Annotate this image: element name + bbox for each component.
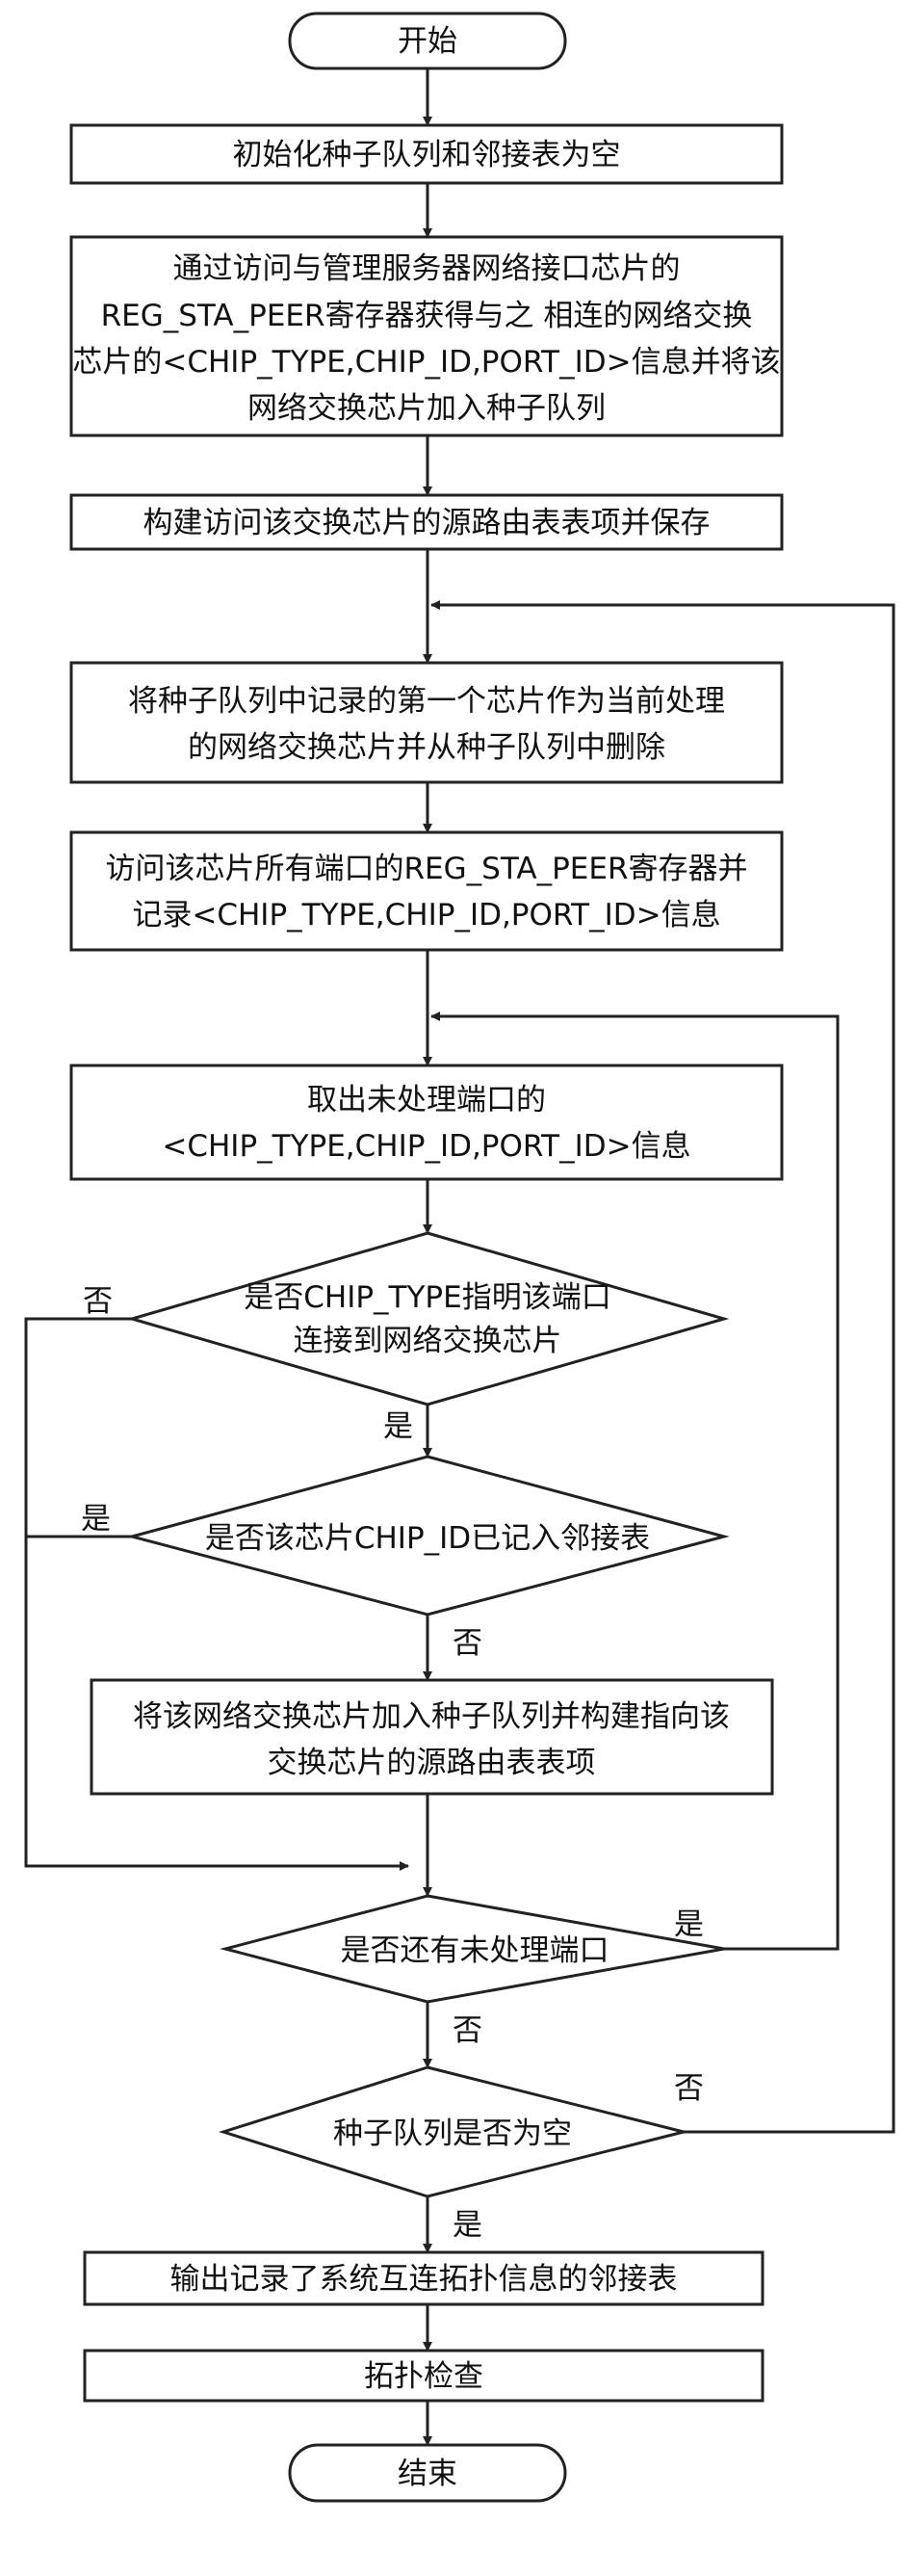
arrow-d4-no-loop (430, 600, 895, 2134)
decision-is-switch-line-1: 是否CHIP_TYPE指明该端口 (244, 1280, 610, 1315)
step-take-port-line-2: <CHIP_TYPE,CHIP_ID,PORT_ID>信息 (162, 1129, 690, 1164)
step-take-port: 取出未处理端口的 <CHIP_TYPE,CHIP_ID,PORT_ID>信息 (69, 1064, 784, 1181)
arrow-d1-no-bypass (24, 1317, 409, 1871)
label-d4-no: 否 (674, 2071, 704, 2106)
step-build-route: 构建访问该交换芯片的源路由表表项并保存 (69, 493, 784, 551)
decision-seed-empty-label: 种子队列是否为空 (333, 2116, 572, 2151)
label-d1-no: 否 (83, 1284, 113, 1319)
label-d3-no: 否 (453, 2013, 482, 2048)
step-check: 拓扑检查 (83, 2349, 764, 2403)
step-read-ports-line-1: 访问该芯片所有端口的REG_STA_PEER寄存器并 (106, 852, 748, 886)
start-terminator: 开始 (288, 12, 567, 70)
step-output-label: 输出记录了系统互连拓扑信息的邻接表 (170, 2262, 678, 2297)
label-d3-yes: 是 (674, 1907, 704, 1942)
step-take-port-line-1: 取出未处理端口的 (307, 1083, 546, 1117)
label-d4-yes: 是 (453, 2208, 482, 2243)
step-add-seed-line-2: 交换芯片的源路由表表项 (268, 1746, 596, 1780)
decision-in-adjacency-label: 是否该芯片CHIP_ID已记入邻接表 (205, 1521, 650, 1556)
step-check-label: 拓扑检查 (364, 2359, 483, 2394)
arrow-d3-yes-loop (430, 1012, 840, 1951)
decision-seed-empty: 种子队列是否为空 (219, 2065, 685, 2198)
step-build-route-label: 构建访问该交换芯片的源路由表表项并保存 (143, 506, 711, 540)
step-access-line-3: 芯片的<CHIP_TYPE,CHIP_ID,PORT_ID>信息并将该 (72, 345, 780, 380)
step-pop-seed: 将种子队列中记录的第一个芯片作为当前处理 的网络交换芯片并从种子队列中删除 (69, 661, 784, 784)
step-add-seed-line-1: 将该网络交换芯片加入种子队列并构建指向该 (133, 1699, 730, 1734)
decision-more-ports-label: 是否还有未处理端口 (341, 1933, 609, 1968)
step-read-ports-line-2: 记录<CHIP_TYPE,CHIP_ID,PORT_ID>信息 (132, 898, 720, 933)
decision-is-switch: 是否CHIP_TYPE指明该端口 连接到网络交换芯片 (126, 1231, 730, 1406)
step-init-label: 初始化种子队列和邻接表为空 (233, 138, 621, 172)
connector-lines (24, 68, 895, 2446)
step-pop-seed-line-2: 的网络交换芯片并从种子队列中删除 (188, 730, 665, 765)
end-label: 结束 (398, 2457, 457, 2491)
decision-in-adjacency: 是否该芯片CHIP_ID已记入邻接表 (126, 1455, 730, 1617)
step-access-line-4: 网络交换芯片加入种子队列 (247, 391, 606, 426)
label-d2-no: 否 (453, 1626, 482, 1661)
step-pop-seed-line-1: 将种子队列中记录的第一个芯片作为当前处理 (128, 684, 725, 719)
step-add-seed: 将该网络交换芯片加入种子队列并构建指向该 交换芯片的源路由表表项 (90, 1678, 774, 1796)
step-access-line-2: REG_STA_PEER寄存器获得与之 相连的网络交换 (101, 299, 753, 333)
decision-more-ports: 是否还有未处理端口 (220, 1894, 725, 2004)
end-terminator: 结束 (288, 2443, 567, 2503)
label-d2-yes: 是 (81, 1502, 111, 1537)
step-access-line-1: 通过访问与管理服务器网络接口芯片的 (173, 251, 681, 286)
step-output: 输出记录了系统互连拓扑信息的邻接表 (83, 2250, 764, 2306)
step-access: 通过访问与管理服务器网络接口芯片的 REG_STA_PEER寄存器获得与之 相连… (69, 235, 784, 437)
decision-is-switch-line-2: 连接到网络交换芯片 (294, 1324, 562, 1358)
step-read-ports: 访问该芯片所有端口的REG_STA_PEER寄存器并 记录<CHIP_TYPE,… (69, 830, 784, 952)
label-d1-yes: 是 (383, 1409, 413, 1444)
start-label: 开始 (398, 24, 457, 59)
step-init: 初始化种子队列和邻接表为空 (69, 123, 784, 185)
